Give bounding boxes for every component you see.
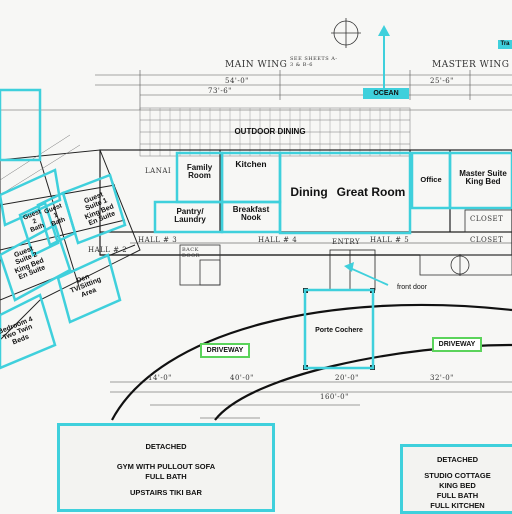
- detached-studio-line1: STUDIO COTTAGE: [424, 471, 491, 480]
- dim-top-1: 54'-0": [225, 77, 249, 85]
- dim-bottom-4: 32'-0": [430, 374, 454, 382]
- family-room-label: Family Room: [186, 163, 213, 181]
- front-door-label: front door: [397, 284, 427, 291]
- porte-cochere-label: Porte Cochere: [315, 327, 363, 334]
- dim-top-2: 73'-6": [208, 87, 232, 95]
- detached-studio-line4: FULL KITCHEN: [430, 501, 485, 510]
- compass-icon: [331, 18, 470, 276]
- detached-studio-line2: KING BED: [439, 481, 476, 490]
- hall-2-label: HALL # 2: [88, 246, 128, 254]
- detached-gym-box: DETACHED GYM WITH PULLOUT SOFA FULL BATH…: [57, 423, 275, 512]
- lanai-sketch-label: LANAI: [145, 167, 172, 175]
- detached-gym-title: DETACHED: [145, 442, 187, 451]
- office-label: Office: [420, 175, 442, 184]
- kitchen-label: Kitchen: [235, 159, 267, 169]
- sheets-note: SEE SHEETS A-3 & B-6: [290, 56, 338, 68]
- dining-label: Dining: [290, 185, 328, 199]
- dim-bottom-2: 40'-0": [230, 374, 254, 382]
- closet-label-1: CLOSET: [470, 215, 504, 223]
- ocean-arrow-icon: [378, 25, 390, 88]
- hall-3-label: HALL # 3: [138, 236, 178, 244]
- top-right-tag: Tra: [498, 40, 512, 49]
- dim-bottom-5: 160'-0": [320, 393, 349, 401]
- detached-gym-line2: FULL BATH: [145, 472, 187, 481]
- master-suite-label: Master Suite King Bed: [459, 169, 507, 187]
- outdoor-dining-label: OUTDOOR DINING: [234, 127, 306, 136]
- great-room-label: Great Room: [336, 185, 406, 199]
- entry-label: ENTRY: [332, 238, 361, 246]
- front-door-arrow-icon: [344, 262, 389, 286]
- breakfast-nook-label: Breakfast Nook: [232, 205, 270, 223]
- driveway-label-left: DRIVEWAY: [200, 343, 250, 358]
- hall-4-label: HALL # 4: [258, 236, 298, 244]
- detached-studio-line3: FULL BATH: [436, 491, 479, 500]
- detached-studio-title: DETACHED: [436, 455, 479, 464]
- closet-label-2: CLOSET: [470, 236, 504, 244]
- detached-studio-box: DETACHED STUDIO COTTAGE KING BED FULL BA…: [400, 444, 512, 514]
- master-wing-sketch-label: MASTER WING: [432, 60, 510, 70]
- driveway-label-right: DRIVEWAY: [432, 337, 482, 352]
- hall-5-label: HALL # 5: [370, 236, 410, 244]
- detached-gym-line3: UPSTAIRS TIKI BAR: [130, 488, 202, 497]
- dim-bottom-3: 20'-0": [335, 374, 359, 382]
- dim-bottom-1: 14'-0": [148, 374, 172, 382]
- main-wing-sketch-label: MAIN WING: [225, 60, 288, 70]
- pantry-laundry-label: Pantry/ Laundry: [174, 207, 206, 225]
- back-door-label: BACK DOOR: [182, 247, 200, 259]
- detached-gym-line1: GYM WITH PULLOUT SOFA: [116, 462, 216, 471]
- dim-top-3: 25'-6": [430, 77, 454, 85]
- ocean-label: OCEAN: [363, 88, 409, 99]
